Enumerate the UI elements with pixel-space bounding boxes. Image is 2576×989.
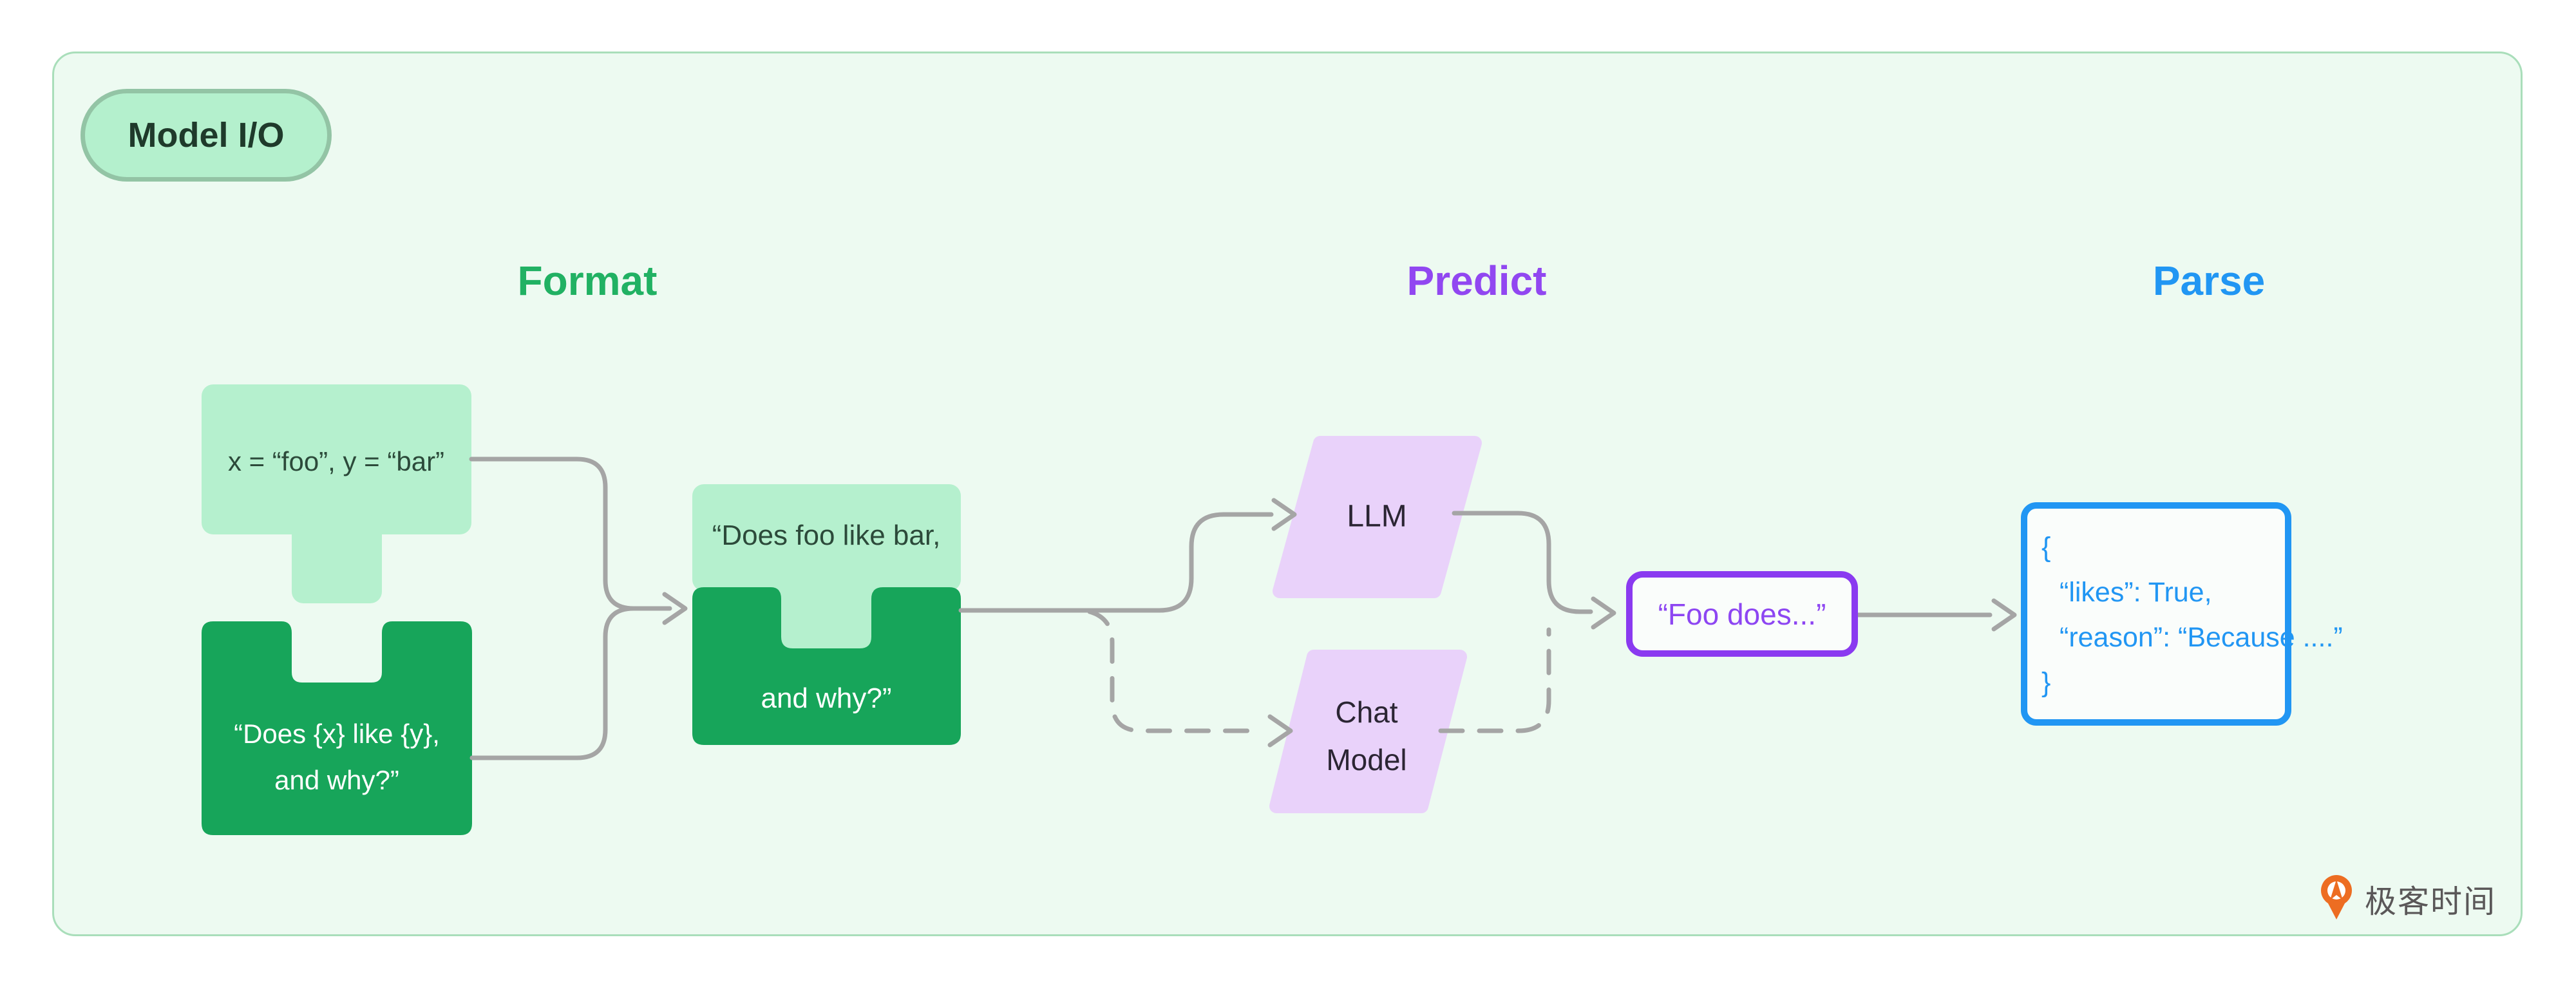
parsed-json-box: { “likes”: True, “reason”: “Because ....… xyxy=(2021,502,2343,726)
arrowhead-into-chat-model xyxy=(1267,714,1293,748)
formatted-prompt-dark-body xyxy=(692,587,961,745)
chat-model-line2: Model xyxy=(1326,743,1407,777)
connector-prompt-to-llm xyxy=(958,512,1274,613)
json-line-open-brace: { xyxy=(2041,532,2051,563)
connector-llm-to-output xyxy=(1452,511,1593,614)
stage-heading-predict: Predict xyxy=(1406,258,1547,304)
json-line-close-brace: } xyxy=(2041,667,2051,698)
input-values-label: x = “foo”, y = “bar” xyxy=(227,446,445,476)
prompt-template-piece xyxy=(202,621,472,835)
chat-model-line1: Chat xyxy=(1335,695,1398,729)
prompt-template-line2: and why?” xyxy=(274,765,399,795)
formatted-prompt-line1: “Does foo like bar, xyxy=(712,520,941,551)
title-badge: Model I/O xyxy=(80,89,332,182)
title-badge-label: Model I/O xyxy=(128,116,285,155)
stage-heading-parse: Parse xyxy=(2152,258,2266,304)
connector-template-to-prompt xyxy=(469,606,636,760)
input-values-piece xyxy=(202,384,471,603)
json-line-reason: “reason”: “Because ....” xyxy=(2060,622,2343,653)
brand-footer: 极客时间 xyxy=(2317,871,2496,927)
stage-heading-format: Format xyxy=(517,258,658,304)
connector-chat-model-to-output xyxy=(1438,627,1551,733)
llm-label: LLM xyxy=(1347,499,1407,534)
connector-values-to-prompt xyxy=(469,457,672,611)
arrowhead-into-output xyxy=(1591,596,1616,630)
input-values-piece-body xyxy=(202,384,471,534)
model-output-text: “Foo does...” xyxy=(1658,597,1826,631)
input-values-piece-tab xyxy=(292,515,382,603)
chat-model-shape xyxy=(1269,650,1467,813)
formatted-prompt-piece xyxy=(692,484,961,745)
model-output-box: “Foo does...” xyxy=(1626,571,1858,657)
prompt-template-line1: “Does {x} like {y}, xyxy=(234,719,440,749)
arrowhead-into-json xyxy=(1991,598,2017,632)
connectors xyxy=(469,457,2017,760)
formatted-prompt-line2: and why?” xyxy=(761,683,892,714)
formatted-prompt-light-tab xyxy=(780,578,873,650)
formatted-prompt-light-body xyxy=(692,484,961,591)
arrowhead-into-llm xyxy=(1271,498,1297,531)
connector-prompt-to-chat-model xyxy=(1087,609,1266,733)
brand-name: 极客时间 xyxy=(2365,884,2497,919)
llm-shape xyxy=(1273,436,1482,598)
arrowhead-into-formatted-prompt xyxy=(662,592,688,625)
geektime-logo-icon xyxy=(2321,875,2352,919)
json-line-likes: “likes”: True, xyxy=(2060,577,2212,608)
